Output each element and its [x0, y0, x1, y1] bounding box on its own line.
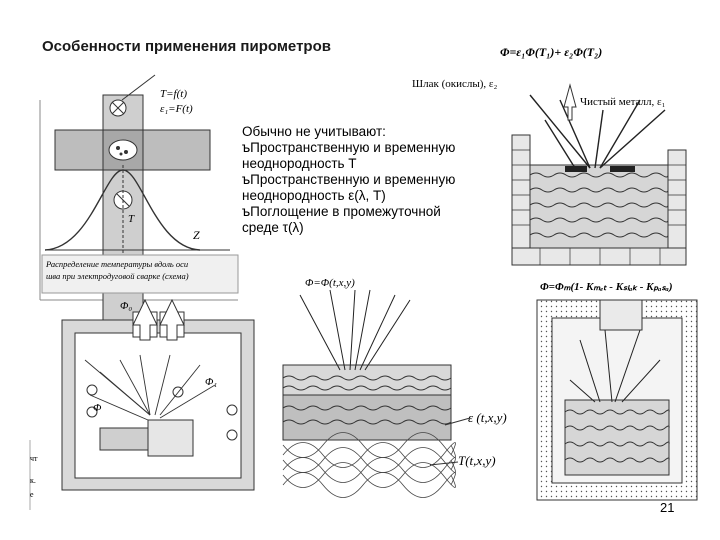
- note-item-3-line-1: ъПоглощение в промежуточной: [242, 203, 441, 220]
- edge-text-2: к.: [30, 476, 36, 485]
- slag-label: Шлак (окислы), ε₂: [412, 78, 498, 90]
- formula-dotted-furnace: Φ=Φₘ(1- Kₘₑₜ - Kₛₗₐₖ - Kₚₐₛₐ): [540, 281, 673, 293]
- bullet-marker: ъ: [242, 139, 251, 156]
- note-item-1-line-1: ъПространственную и временную: [242, 139, 456, 156]
- formula-top-right: Φ=ε₁Φ(T₁)+ ε₂Φ(T₂): [500, 45, 603, 59]
- bullet-marker: ъ: [242, 171, 251, 188]
- note-item-1-line-2: неоднородность T: [242, 156, 357, 171]
- eps-field-label: ε (t,x,y): [468, 410, 507, 425]
- label-eps-function: ε₁=F(t): [160, 103, 193, 115]
- note-item-2-line-2: неоднородность ε(λ, T): [242, 188, 386, 203]
- slide-title: Особенности применения пирометров: [42, 38, 331, 55]
- t-field-label: T(t,x,y): [458, 453, 496, 468]
- caption-line-1: Распределение температуры вдоль оси: [46, 259, 189, 269]
- edge-text-3: е: [30, 490, 34, 499]
- note-item-2-line-1: ъПространственную и временную: [242, 171, 456, 188]
- page-number: 21: [660, 500, 675, 515]
- caption-line-2: шва при электродуговой сварке (схема): [46, 271, 189, 281]
- notes-heading: Обычно не учитывают:: [242, 124, 386, 139]
- metal-label: Чистый металл, ε₁: [580, 96, 666, 108]
- notes-block: Обычно не учитывают: ъПространственную и…: [242, 124, 502, 236]
- phi-small-label: Φ: [93, 402, 102, 414]
- phi-one-label: Φ₁: [205, 376, 218, 388]
- phi-zero-label: Φ₀: [120, 300, 133, 312]
- formula-bath-top: Φ=Φ(t,x,y): [305, 277, 355, 289]
- bullet-marker: ъ: [242, 203, 251, 220]
- label-t-function: T=f(t): [160, 88, 187, 100]
- note-item-3-line-2: среде τ(λ): [242, 220, 304, 235]
- edge-text-1: чт: [30, 454, 38, 463]
- label-t-axis: T: [128, 213, 135, 225]
- label-z-axis: Z: [193, 228, 200, 242]
